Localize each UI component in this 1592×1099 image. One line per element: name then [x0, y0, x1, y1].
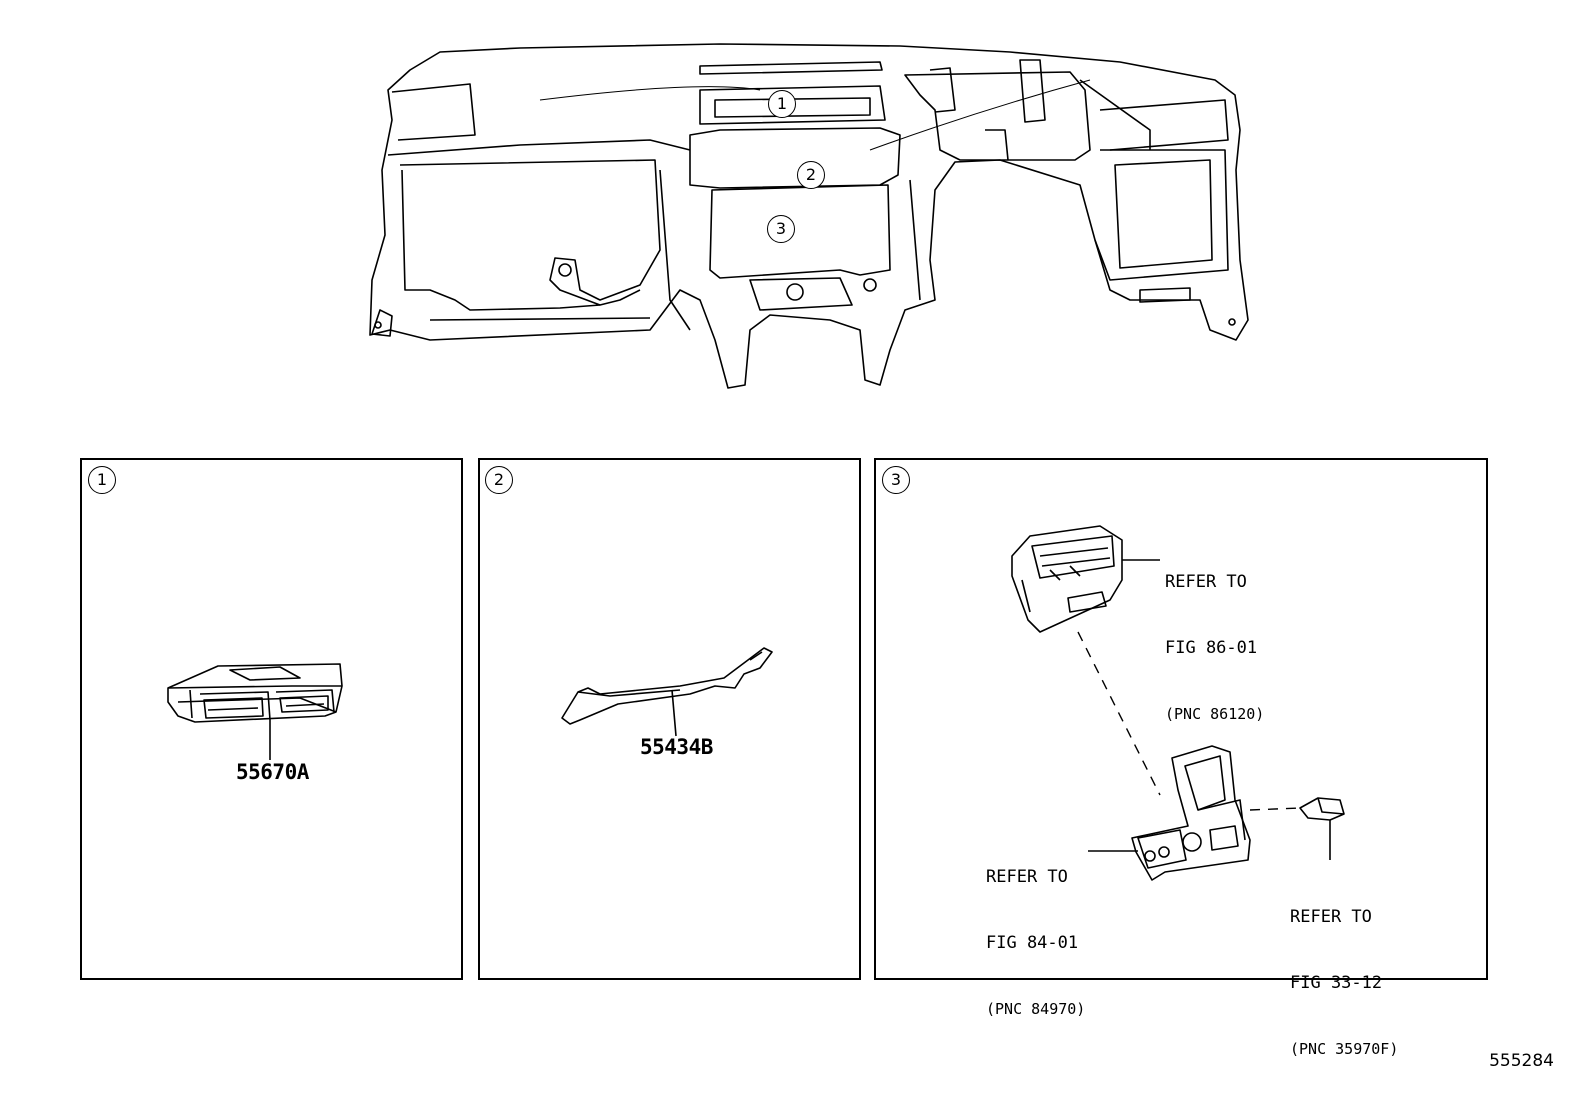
- reference-line1: REFER TO: [986, 867, 1068, 887]
- garnish-strip-drawing: [561, 647, 773, 737]
- detail-panel-2: [478, 458, 861, 980]
- overview-callout-2: 2: [797, 161, 825, 189]
- reference-pnc: (PNC 35970F): [1290, 1040, 1399, 1058]
- reference-fig-84-01[interactable]: REFER TO FIG 84-01 (PNC 84970): [986, 822, 1085, 1042]
- reference-line2: FIG 86-01: [1165, 638, 1258, 658]
- panel-3-callout: 3: [882, 466, 910, 494]
- reference-pnc: (PNC 86120): [1165, 705, 1265, 723]
- reference-line1: REFER TO: [1290, 907, 1372, 927]
- panel-1-callout: 1: [88, 466, 116, 494]
- part-number-55434B: 55434B: [640, 735, 713, 759]
- panel-2-callout: 2: [485, 466, 513, 494]
- instrument-panel-frame-drawing: [369, 43, 1249, 389]
- connection-dashes: [1077, 631, 1301, 811]
- lower-switch-bezel-drawing: [1088, 745, 1251, 881]
- figure-id: 555284: [1489, 1051, 1554, 1071]
- overview-callout-3: 3: [767, 215, 795, 243]
- center-air-register-drawing: [167, 663, 343, 760]
- part-number-55670A: 55670A: [236, 760, 309, 784]
- small-switch-drawing: [1299, 797, 1345, 860]
- detail-panel-3: [874, 458, 1488, 980]
- detail-panel-1: [80, 458, 463, 980]
- reference-fig-33-12[interactable]: REFER TO FIG 33-12 (PNC 35970F): [1290, 862, 1398, 1082]
- overview-callout-1: 1: [768, 90, 796, 118]
- reference-line2: FIG 33-12: [1290, 973, 1383, 993]
- reference-pnc: (PNC 84970): [986, 1000, 1086, 1018]
- reference-line1: REFER TO: [1165, 572, 1247, 592]
- reference-fig-86-01[interactable]: REFER TO FIG 86-01 (PNC 86120): [1165, 527, 1264, 747]
- reference-line2: FIG 84-01: [986, 933, 1079, 953]
- audio-control-panel-drawing: [1011, 525, 1160, 633]
